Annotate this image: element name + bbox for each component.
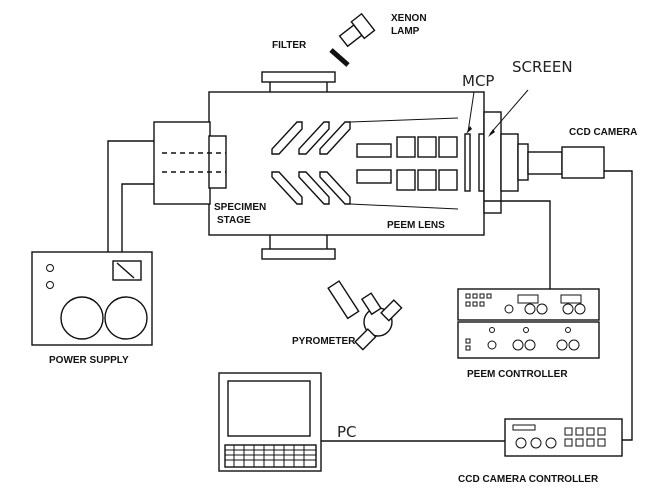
label-specimen-2: STAGE bbox=[217, 215, 251, 226]
label-pc: PC bbox=[337, 423, 357, 441]
label-peem-lens: PEEM LENS bbox=[387, 220, 445, 231]
xenon-lamp bbox=[338, 12, 376, 48]
ccd-camera-controller bbox=[504, 418, 623, 457]
label-mcp: MCP bbox=[462, 72, 494, 90]
screen-flange bbox=[483, 111, 563, 214]
pyrometer bbox=[327, 280, 403, 351]
specimen-stage-cylinder bbox=[153, 121, 227, 205]
ccd-camera bbox=[561, 146, 605, 179]
lens-plates-upper bbox=[271, 121, 351, 155]
label-xenon-lamp-1: XENON bbox=[391, 13, 427, 24]
label-power-supply: POWER SUPPLY bbox=[49, 355, 129, 366]
filter bbox=[329, 48, 350, 67]
lens-plates-lower bbox=[271, 171, 351, 205]
label-xenon-lamp-2: LAMP bbox=[391, 26, 420, 37]
peem-controller-unit-1 bbox=[457, 288, 600, 321]
mcp-plate bbox=[464, 133, 471, 192]
label-ccd-camera: CCD CAMERA bbox=[569, 127, 637, 138]
label-filter: FILTER bbox=[272, 40, 307, 51]
label-specimen-1: SPECIMEN bbox=[214, 202, 266, 213]
label-pyrometer: PYROMETER bbox=[292, 336, 356, 347]
power-supply bbox=[31, 251, 153, 346]
label-ccd-camera-controller: CCD CAMERA CONTROLLER bbox=[458, 474, 599, 485]
screen-plate bbox=[478, 133, 485, 192]
label-screen: SCREEN bbox=[512, 58, 573, 76]
peem-lens-blocks bbox=[356, 136, 458, 191]
vacuum-chamber bbox=[208, 71, 485, 260]
label-peem-controller: PEEM CONTROLLER bbox=[467, 369, 568, 380]
peem-controller-unit-2 bbox=[457, 321, 600, 359]
pc-computer bbox=[218, 372, 322, 472]
